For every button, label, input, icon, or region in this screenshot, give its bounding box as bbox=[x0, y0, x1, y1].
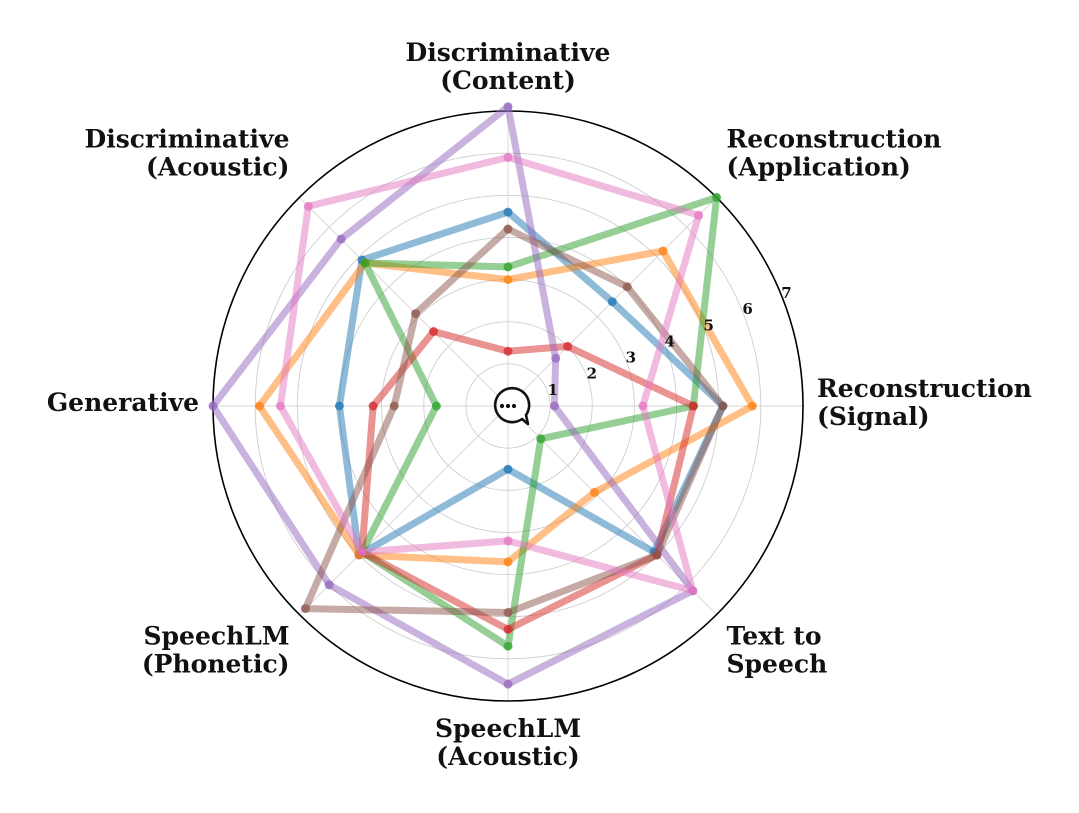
data-point bbox=[688, 401, 698, 411]
series-6 bbox=[300, 224, 728, 617]
data-point bbox=[503, 262, 513, 272]
tick-label: 1 bbox=[548, 381, 558, 399]
data-point bbox=[652, 550, 662, 560]
axis-label-line: Speech bbox=[727, 650, 828, 679]
axis-label-line: SpeechLM bbox=[435, 714, 581, 743]
data-point bbox=[503, 224, 513, 234]
axis-label-5: Generative bbox=[47, 388, 199, 417]
data-point bbox=[694, 210, 704, 220]
axis-label-line: SpeechLM bbox=[144, 622, 290, 651]
tick-label: 2 bbox=[587, 365, 597, 383]
data-point bbox=[429, 327, 438, 336]
axis-label-line: Generative bbox=[47, 388, 199, 417]
data-point bbox=[368, 401, 378, 411]
data-point bbox=[549, 401, 559, 411]
data-point bbox=[503, 679, 513, 689]
ellipsis-dot bbox=[511, 403, 517, 409]
data-point bbox=[411, 309, 421, 319]
axis-label-line: Text to bbox=[727, 622, 822, 651]
data-point bbox=[324, 580, 334, 590]
axis-label-line: (Acoustic) bbox=[146, 153, 289, 182]
data-point bbox=[208, 401, 218, 411]
data-point bbox=[503, 275, 513, 285]
data-point bbox=[334, 401, 344, 411]
axis-label-line: (Content) bbox=[440, 66, 576, 95]
axis-label-line: Discriminative bbox=[85, 125, 290, 154]
data-point bbox=[688, 586, 698, 596]
axis-label-6: SpeechLM(Phonetic) bbox=[142, 622, 290, 679]
axis-label-line: (Application) bbox=[727, 153, 911, 182]
data-point bbox=[357, 547, 367, 557]
data-point bbox=[303, 201, 313, 211]
data-point bbox=[718, 401, 728, 411]
data-point bbox=[431, 401, 441, 411]
data-point bbox=[712, 192, 722, 202]
speech-bubble-ellipsis-icon bbox=[493, 386, 531, 426]
tick-label: 4 bbox=[664, 333, 674, 351]
data-point bbox=[503, 102, 513, 112]
data-point bbox=[503, 641, 513, 651]
axis-spoke bbox=[299, 197, 509, 407]
data-point bbox=[503, 207, 513, 217]
data-point bbox=[658, 246, 668, 256]
series-layer bbox=[208, 102, 757, 689]
axis-label-line: (Acoustic) bbox=[436, 742, 579, 771]
data-point bbox=[300, 604, 310, 614]
data-point bbox=[336, 234, 346, 244]
data-point bbox=[638, 401, 648, 411]
data-point bbox=[607, 297, 617, 307]
ellipsis-dot bbox=[499, 403, 505, 409]
data-point bbox=[503, 346, 513, 356]
radial-tick-labels: 1 2 3 4 5 6 7 bbox=[548, 284, 792, 399]
axis-label-4: Discriminative(Acoustic) bbox=[85, 125, 290, 182]
data-point bbox=[503, 624, 513, 634]
data-point bbox=[747, 401, 757, 411]
data-point bbox=[536, 434, 546, 444]
axis-labels: Reconstruction(Signal)Reconstruction(App… bbox=[47, 38, 1032, 771]
axis-label-line: Discriminative bbox=[406, 38, 611, 67]
data-point bbox=[622, 282, 632, 292]
data-point bbox=[389, 401, 399, 411]
axis-label-2: Reconstruction(Application) bbox=[727, 125, 942, 182]
axis-label-3: Discriminative(Content) bbox=[406, 38, 611, 95]
axis-label-7: SpeechLM(Acoustic) bbox=[435, 714, 581, 771]
data-point bbox=[589, 487, 599, 497]
axis-label-line: Reconstruction bbox=[727, 125, 942, 154]
axis-label-line: (Phonetic) bbox=[142, 650, 290, 679]
axis-spoke bbox=[299, 405, 509, 615]
axis-label-line: (Signal) bbox=[817, 402, 930, 431]
tick-label: 3 bbox=[626, 349, 636, 367]
tick-label: 5 bbox=[703, 316, 713, 334]
data-point bbox=[551, 353, 561, 363]
data-point bbox=[563, 341, 573, 351]
axis-label-1: Reconstruction(Signal) bbox=[817, 374, 1032, 431]
data-point bbox=[503, 557, 513, 567]
data-point bbox=[503, 536, 513, 546]
data-point bbox=[275, 401, 285, 411]
tick-label: 7 bbox=[781, 284, 791, 302]
ellipsis-dot bbox=[505, 403, 511, 409]
tick-label: 6 bbox=[742, 300, 752, 318]
data-point bbox=[360, 258, 370, 268]
data-point bbox=[503, 464, 513, 474]
axis-label-line: Reconstruction bbox=[817, 374, 1032, 403]
series-7 bbox=[275, 152, 704, 596]
data-point bbox=[503, 152, 513, 162]
data-point bbox=[503, 608, 513, 617]
data-point bbox=[254, 401, 264, 411]
